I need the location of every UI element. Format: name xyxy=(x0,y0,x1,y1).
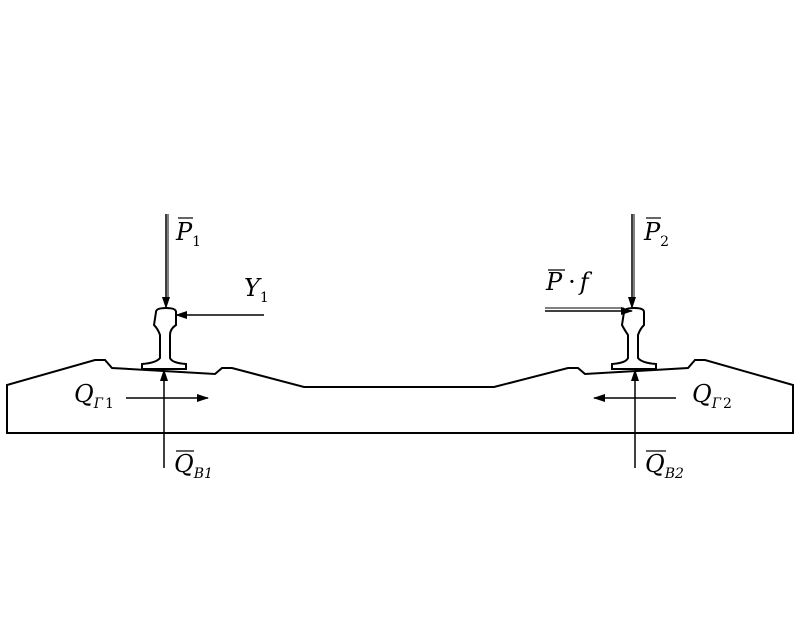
right-rail xyxy=(611,306,657,370)
label-pf: P·f xyxy=(545,268,593,296)
label-p2: P2 xyxy=(643,218,669,250)
sleeper-outline xyxy=(6,359,794,434)
label-p1: P1 xyxy=(175,218,201,250)
label-y1: Y1 xyxy=(244,274,269,306)
label-qb2: QB2 xyxy=(645,450,684,482)
left-rail xyxy=(141,306,187,370)
label-qb1: QB1 xyxy=(174,450,213,482)
